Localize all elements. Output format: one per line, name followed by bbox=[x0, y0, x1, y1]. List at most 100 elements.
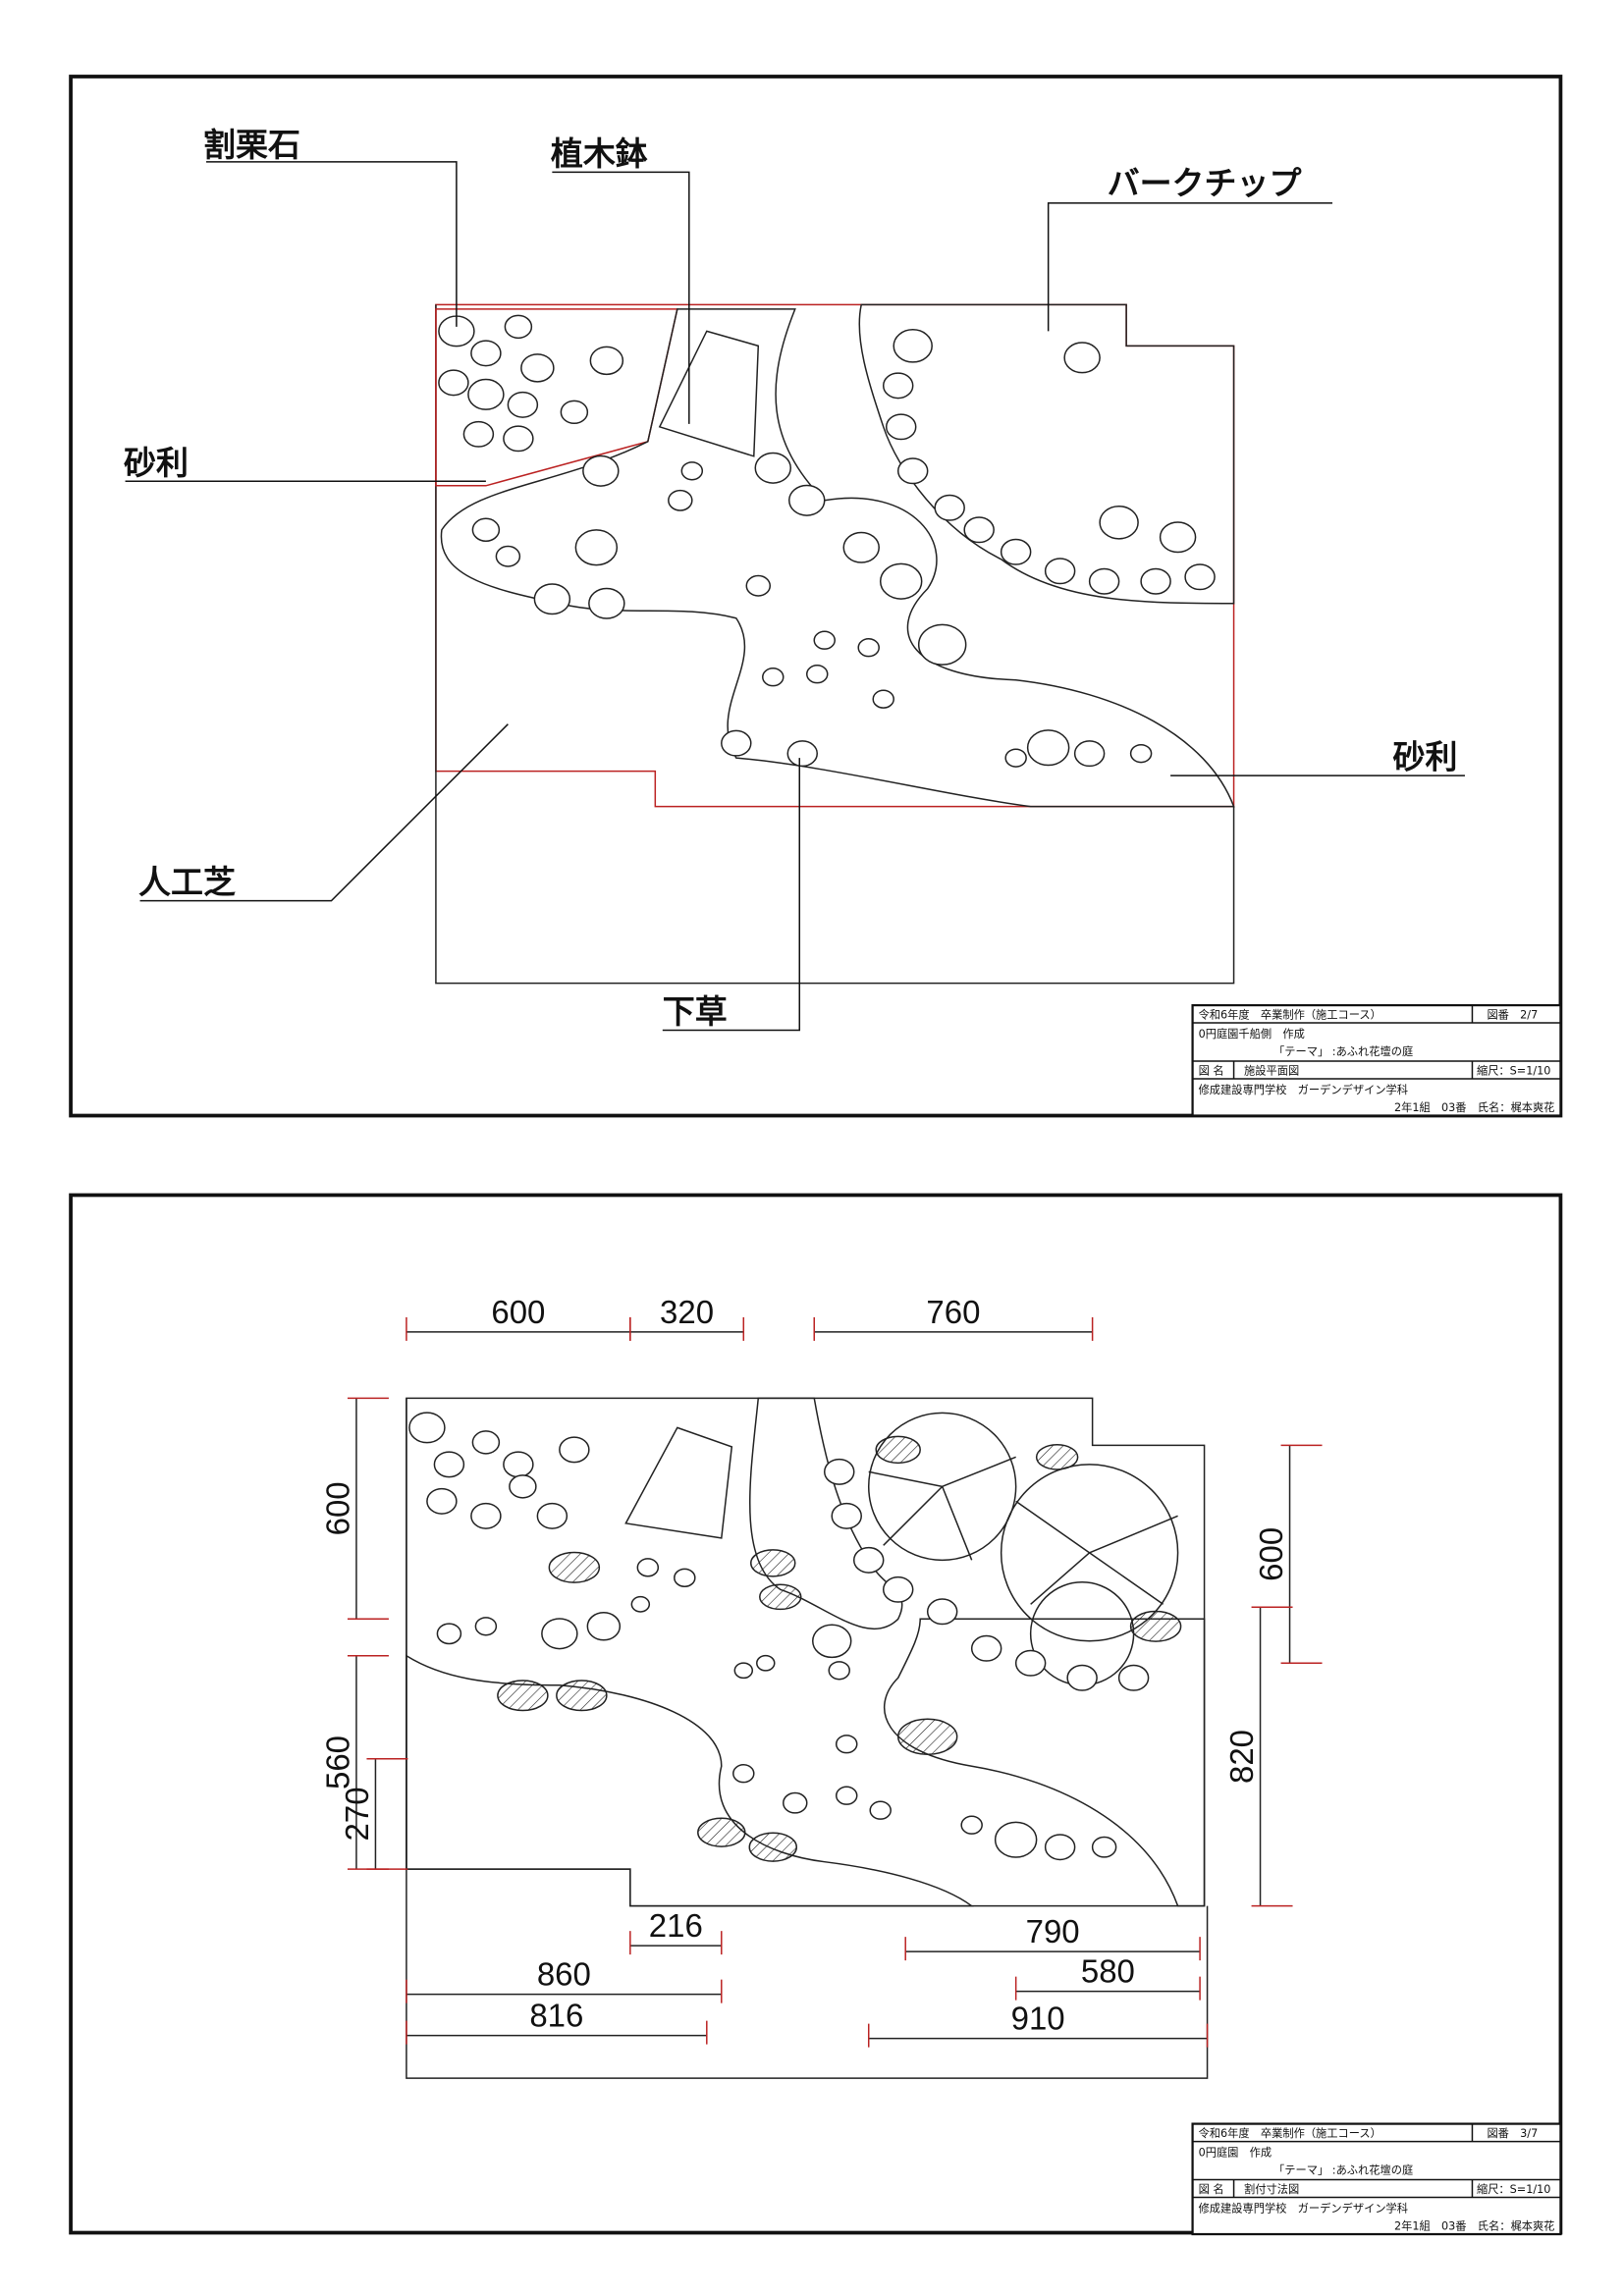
dimension-left-560: 560 bbox=[319, 1655, 389, 1870]
stone bbox=[1044, 558, 1076, 585]
shrub bbox=[697, 1817, 746, 1847]
sheet-frame bbox=[69, 75, 1563, 1118]
stone bbox=[885, 413, 917, 441]
stone bbox=[893, 329, 933, 363]
shrub bbox=[759, 1583, 802, 1611]
stone bbox=[495, 545, 521, 567]
stone bbox=[1159, 521, 1197, 554]
shrub bbox=[748, 1832, 798, 1862]
stone bbox=[869, 1800, 892, 1820]
stone bbox=[470, 340, 502, 367]
dimension-bottom-910: 910 bbox=[867, 2001, 1209, 2048]
turf-area-right bbox=[883, 1618, 1206, 1907]
stone bbox=[470, 1502, 502, 1529]
planter bbox=[658, 330, 760, 457]
title-block-drawing-name: 施設平面図 bbox=[1244, 1064, 1299, 1078]
dimension-value: 320 bbox=[660, 1294, 714, 1330]
dimension-bottom-216: 216 bbox=[629, 1907, 723, 1955]
dimension-top-320: 320 bbox=[629, 1294, 745, 1341]
dimension-left-270: 270 bbox=[339, 1757, 408, 1870]
stone bbox=[1091, 1836, 1117, 1858]
stone bbox=[1000, 538, 1032, 565]
stone bbox=[520, 353, 555, 383]
stone bbox=[756, 1654, 776, 1672]
dimension-value: 760 bbox=[926, 1294, 980, 1330]
stone bbox=[559, 1436, 590, 1464]
label-gravel-left: 砂利 bbox=[124, 444, 189, 482]
stone bbox=[842, 531, 880, 563]
label-rubble-stone: 割栗石 bbox=[203, 126, 300, 164]
stone bbox=[1073, 740, 1106, 768]
stone bbox=[668, 489, 693, 511]
stone bbox=[560, 400, 589, 425]
shrub bbox=[548, 1551, 601, 1583]
stone bbox=[582, 454, 620, 487]
stone bbox=[754, 452, 792, 484]
dimension-value: 790 bbox=[1026, 1913, 1080, 1949]
stone bbox=[1099, 505, 1139, 540]
stone bbox=[762, 667, 785, 687]
stone bbox=[732, 1764, 755, 1784]
leaders bbox=[125, 161, 1465, 1032]
stone bbox=[783, 1791, 808, 1814]
dimension-value: 600 bbox=[319, 1481, 355, 1535]
stone bbox=[745, 574, 772, 597]
stone bbox=[438, 369, 469, 397]
dimension-right-600: 600 bbox=[1253, 1444, 1323, 1665]
dimension-value: 270 bbox=[339, 1787, 375, 1841]
dimension-value: 820 bbox=[1223, 1730, 1260, 1784]
stone bbox=[533, 583, 571, 615]
label-artificial-turf: 人工芝 bbox=[138, 863, 236, 901]
stone bbox=[674, 1568, 696, 1587]
stone bbox=[589, 346, 624, 376]
stone bbox=[1088, 567, 1120, 595]
stone bbox=[1026, 729, 1070, 767]
dimension-value: 216 bbox=[649, 1907, 703, 1944]
stone bbox=[588, 587, 625, 619]
title-block-school: 修成建設専門学校 ガーデンデザイン学科 bbox=[1199, 2202, 1408, 2216]
dimension-bottom-580: 580 bbox=[1014, 1953, 1201, 2001]
planter bbox=[624, 1426, 733, 1539]
turf-boundary bbox=[435, 304, 1235, 985]
stone bbox=[507, 391, 539, 418]
stone bbox=[879, 562, 923, 600]
stone bbox=[852, 1546, 885, 1574]
stone bbox=[1014, 1649, 1047, 1677]
stone bbox=[509, 1474, 537, 1499]
dimension-bottom-860: 860 bbox=[406, 1956, 723, 2003]
dimension-value: 860 bbox=[537, 1956, 591, 1993]
title-block-student: 2年1組 03番 氏名：梶本爽花 bbox=[1394, 1100, 1554, 1114]
title-block-sheet: 図番 2/7 bbox=[1487, 1009, 1538, 1022]
stone bbox=[1129, 744, 1153, 764]
stone bbox=[970, 1634, 1002, 1662]
stone bbox=[1063, 342, 1101, 374]
turf-area-center bbox=[748, 1397, 903, 1630]
sheet-frame bbox=[69, 1193, 1563, 2235]
stone bbox=[823, 1458, 855, 1485]
stone bbox=[831, 1502, 862, 1529]
shrub bbox=[556, 1680, 608, 1712]
stone bbox=[835, 1786, 858, 1805]
stone bbox=[504, 314, 533, 340]
stone bbox=[467, 378, 505, 410]
dimension-value: 910 bbox=[1011, 2001, 1065, 2037]
stone bbox=[433, 1451, 465, 1478]
stone bbox=[630, 1595, 651, 1613]
stone bbox=[857, 638, 880, 658]
stone bbox=[882, 372, 914, 400]
stones bbox=[438, 314, 1216, 768]
stone bbox=[872, 689, 894, 709]
title-block-theme: 「テーマ」 :あふれ花壇の庭 bbox=[1273, 2163, 1413, 2177]
title-block-name-label: 図 名 bbox=[1199, 1064, 1224, 1078]
stone bbox=[574, 529, 619, 566]
stone bbox=[733, 1662, 754, 1680]
title-block-theme: 「テーマ」 :あふれ花壇の庭 bbox=[1273, 1044, 1413, 1058]
stone bbox=[917, 623, 967, 666]
stone bbox=[813, 630, 836, 650]
stone bbox=[680, 461, 704, 481]
stone bbox=[1004, 748, 1027, 768]
title-block-drawing-name: 割付寸法図 bbox=[1244, 2182, 1299, 2196]
